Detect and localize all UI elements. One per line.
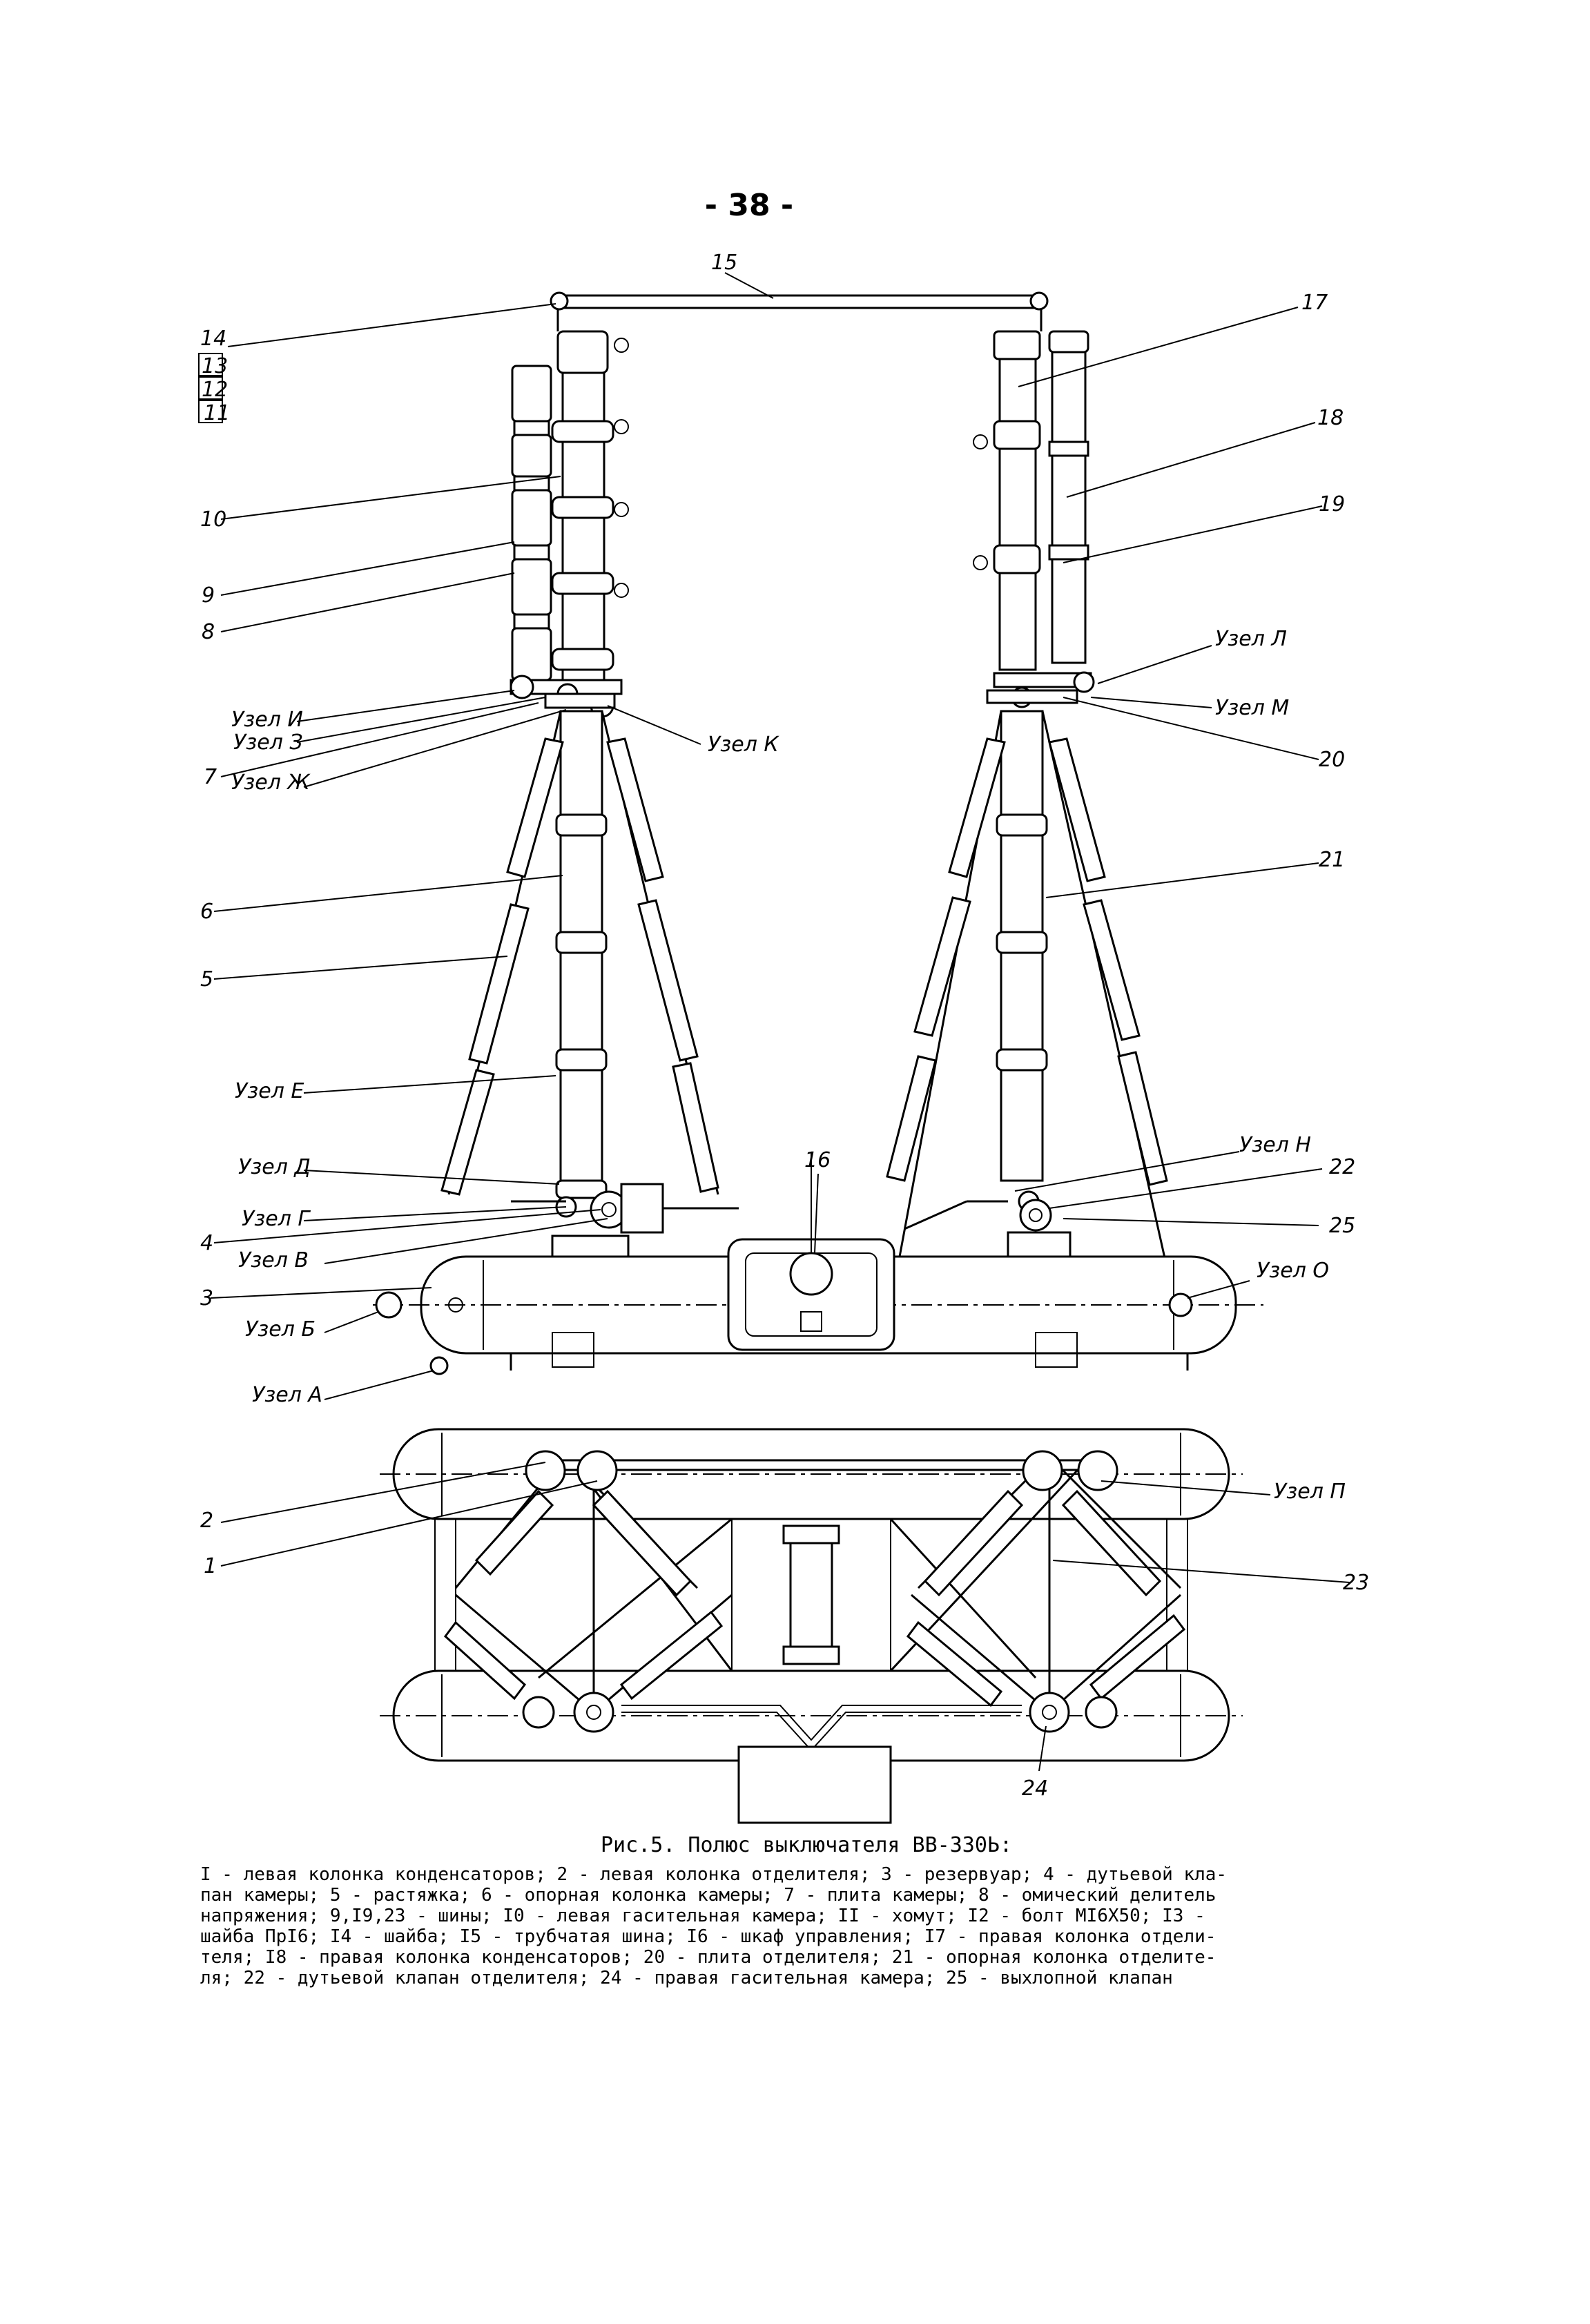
right-separator-plate <box>986 671 1095 708</box>
label-uzel-L: Узел Л <box>1215 627 1287 651</box>
label-uzel-K: Узел К <box>708 733 779 757</box>
caption-line-4: шайба ПрI6; I4 - шайба; I5 - трубчатая ш… <box>200 1926 1216 1947</box>
leader-lines <box>210 272 1350 1772</box>
label-uzel-E: Узел Е <box>235 1079 304 1103</box>
label-uzel-Z: Узел З <box>233 730 303 755</box>
label-17: 17 <box>1301 291 1328 315</box>
label-6: 6 <box>200 900 213 924</box>
right-capacitor-column <box>1048 330 1089 664</box>
label-19: 19 <box>1319 492 1345 516</box>
label-7: 7 <box>204 765 217 789</box>
label-uzel-M: Узел М <box>1215 696 1289 720</box>
label-uzel-N: Узел Н <box>1239 1133 1311 1157</box>
page-number: - 38 - <box>705 188 793 223</box>
label-18: 18 <box>1317 406 1344 430</box>
label-uzel-V: Узел В <box>238 1248 309 1272</box>
label-10: 10 <box>200 507 226 532</box>
label-12: 12 <box>202 378 228 402</box>
label-uzel-A: Узел А <box>252 1383 322 1407</box>
right-separator-column <box>973 330 1041 671</box>
caption-line-3: напряжения; 9,I9,23 - шины; I0 - левая г… <box>200 1906 1205 1926</box>
label-13: 13 <box>202 354 228 378</box>
label-uzel-P: Узел П <box>1274 1480 1346 1504</box>
label-uzel-I: Узел И <box>231 708 303 732</box>
boxed-labels <box>198 353 223 423</box>
label-1: 1 <box>204 1554 217 1578</box>
tubular-bus <box>550 291 1049 331</box>
caption-line-2: пан камеры; 5 - растяжка; 6 - опорная ко… <box>200 1885 1216 1906</box>
left-support-column <box>555 710 608 1199</box>
label-2: 2 <box>200 1509 213 1533</box>
label-uzel-Zh: Узел Ж <box>231 771 311 795</box>
figure-title: Рис.5. Полюс выключателя ВВ-330Ь: <box>601 1833 1013 1857</box>
callout-labels: 14 13 12 11 15 17 18 19 10 9 8 Узел Л Уз… <box>200 251 1369 1801</box>
label-8: 8 <box>202 620 215 644</box>
label-24: 24 <box>1022 1776 1048 1801</box>
label-14: 14 <box>200 327 226 351</box>
label-5: 5 <box>200 967 213 991</box>
right-support-column <box>996 710 1048 1182</box>
caption-line-6: ля; 22 - дутьевой клапан отделителя; 24 … <box>200 1968 1173 1988</box>
caption-line-5: теля; I8 - правая колонка конденсаторов;… <box>200 1947 1216 1968</box>
label-16: 16 <box>804 1148 831 1172</box>
label-23: 23 <box>1343 1571 1369 1595</box>
label-15: 15 <box>711 251 737 275</box>
label-uzel-O: Узел О <box>1257 1259 1329 1283</box>
left-stays <box>440 710 719 1196</box>
label-4: 4 <box>200 1231 213 1255</box>
label-21: 21 <box>1319 848 1345 872</box>
plan-view <box>380 1428 1243 1824</box>
label-uzel-D: Узел Д <box>238 1155 311 1179</box>
right-stays <box>886 710 1175 1306</box>
left-capacitor-column <box>511 365 552 681</box>
side-view <box>373 291 1263 1375</box>
label-uzel-B: Узел Б <box>245 1317 316 1342</box>
label-25: 25 <box>1329 1214 1355 1238</box>
label-uzel-G: Узел Г <box>242 1207 311 1231</box>
control-cabinet <box>727 1153 895 1351</box>
label-9: 9 <box>202 583 215 608</box>
label-20: 20 <box>1319 748 1345 772</box>
caption-line-1: I - левая колонка конденсаторов; 2 - лев… <box>200 1864 1228 1885</box>
label-22: 22 <box>1329 1155 1355 1179</box>
label-11: 11 <box>204 401 230 425</box>
left-arcing-chamber <box>551 330 629 706</box>
label-3: 3 <box>200 1286 213 1310</box>
